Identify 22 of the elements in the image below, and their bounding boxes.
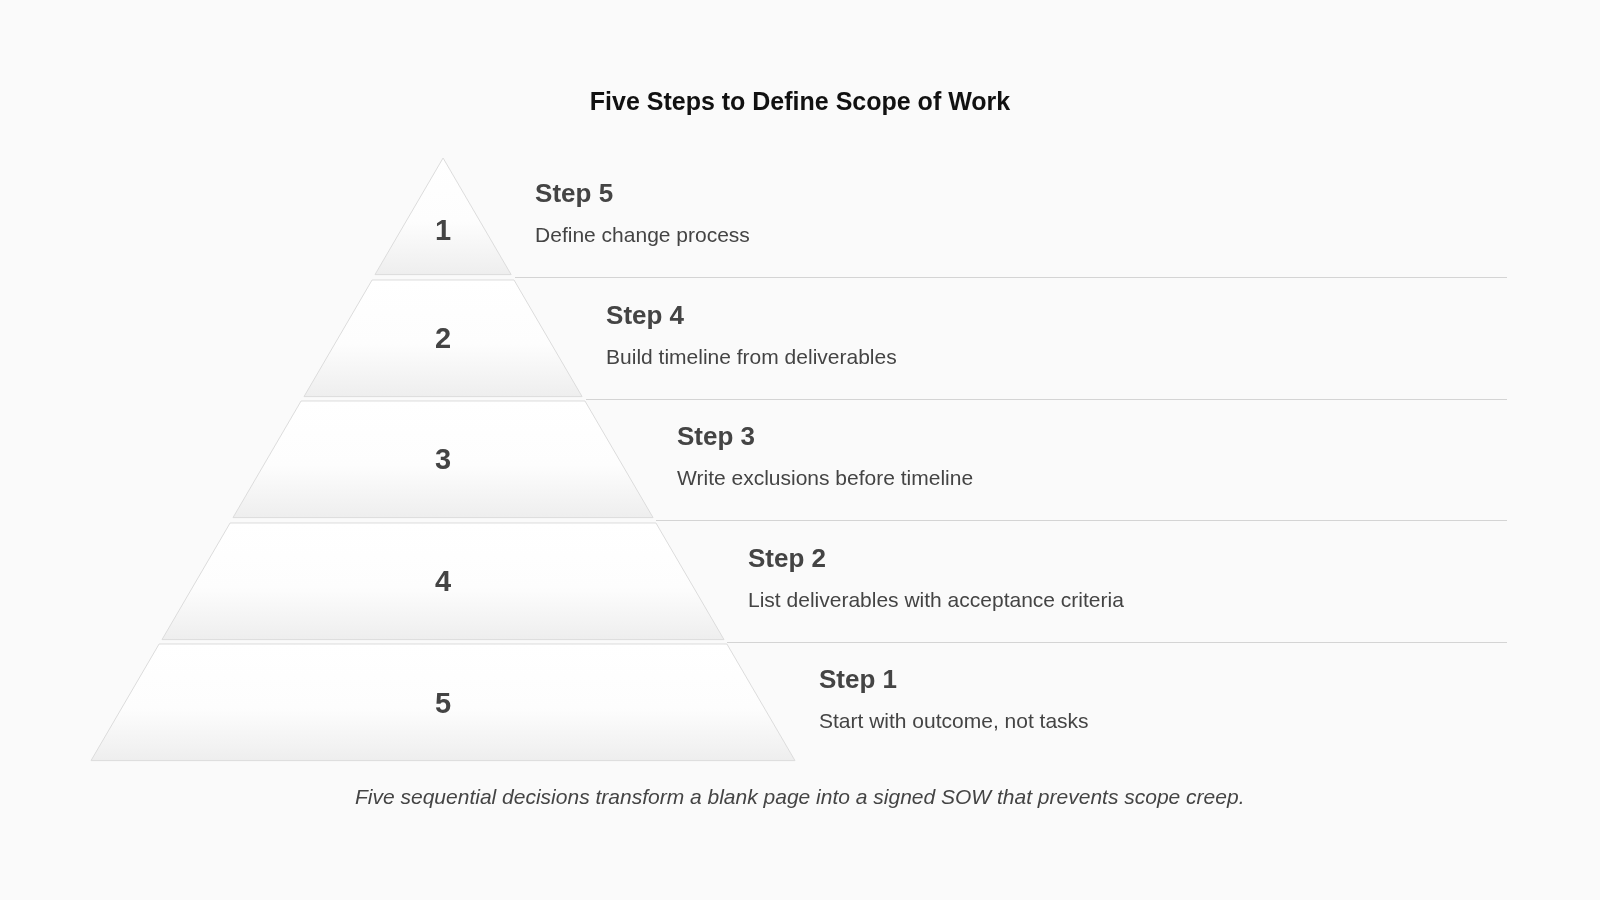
step-description: Write exclusions before timeline: [677, 465, 974, 492]
step-description: Start with outcome, not tasks: [819, 708, 1089, 735]
pyramid-layer: [161, 522, 724, 640]
diagram-title: Five Steps to Define Scope of Work: [589, 86, 1011, 116]
pyramid-layer: [303, 279, 583, 397]
step-heading: Step 4: [606, 299, 685, 330]
step-heading: Step 1: [819, 664, 898, 695]
step-heading: Step 5: [535, 178, 614, 208]
pyramid-layer: [374, 158, 512, 275]
layer-number: 3: [435, 443, 452, 476]
layer-number: 5: [435, 686, 452, 719]
layer-number: 2: [435, 321, 452, 354]
step-heading: Step 3: [677, 421, 756, 452]
step-description: Build timeline from deliverables: [606, 343, 897, 370]
pyramid-layer: [232, 401, 653, 518]
layer-number: 1: [435, 214, 452, 247]
step-description: Define change process: [535, 222, 750, 248]
layer-number: 4: [435, 565, 452, 598]
caption: Five sequential decisions transform a blank page into a signed SOW that prevents scope creep.: [355, 784, 1245, 810]
pyramid-layer: [91, 644, 795, 761]
step-heading: Step 2: [748, 542, 827, 573]
step-description: List deliverables with acceptance criteria: [748, 586, 1124, 613]
